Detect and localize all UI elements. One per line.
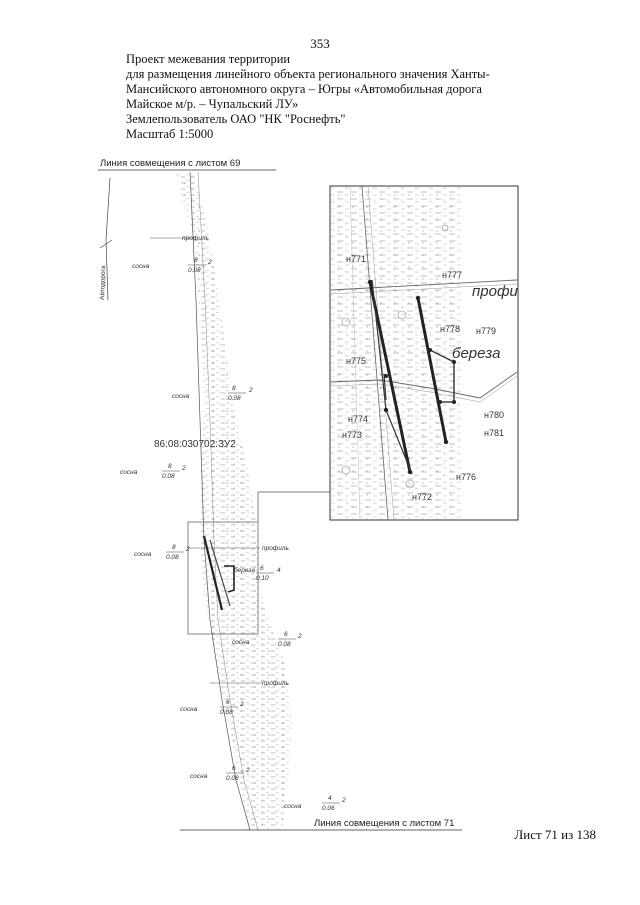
document-header: Проект межевания территории для размещен…: [126, 52, 546, 142]
svg-text:6: 6: [260, 565, 264, 572]
detail-inset: профи береза н771 н772 н773 н774 н775 н7…: [329, 185, 519, 521]
header-line: Масштаб 1:5000: [126, 127, 214, 141]
forest-stand: сосна 6 0.08 2: [190, 765, 250, 782]
svg-text:6: 6: [226, 699, 230, 706]
svg-text:8: 8: [172, 544, 176, 551]
feature-label: береза: [234, 566, 255, 574]
sheet-number: Лист 71 из 138: [514, 827, 596, 842]
header-line: Проект межевания территории: [126, 52, 291, 66]
road-line: [189, 171, 251, 831]
forest-stand: сосна 8 0.08 2: [134, 544, 190, 561]
forest-stand: сосна 8 0.08 2: [132, 257, 212, 274]
forest-stand: сосна 6 0.08 2: [232, 631, 302, 648]
svg-text:2: 2: [341, 797, 346, 804]
svg-text:2: 2: [245, 767, 250, 774]
svg-text:береза: береза: [452, 345, 500, 362]
forest-stand: сосна 8 0.08 2: [120, 463, 186, 480]
svg-text:сосна: сосна: [190, 773, 208, 780]
svg-text:4: 4: [328, 795, 332, 802]
svg-text:н780: н780: [484, 410, 504, 420]
svg-text:сосна: сосна: [120, 469, 138, 476]
svg-text:0.08: 0.08: [188, 267, 201, 274]
svg-text:0.08: 0.08: [162, 473, 175, 480]
svg-text:н772: н772: [412, 492, 432, 502]
svg-text:8: 8: [194, 257, 198, 264]
svg-text:н775: н775: [346, 356, 366, 366]
header-line: Землепользователь ОАО "НК "Роснефть": [126, 112, 346, 126]
svg-text:8: 8: [232, 385, 236, 392]
svg-text:н771: н771: [346, 254, 366, 264]
svg-text:н774: н774: [348, 414, 368, 424]
svg-text:сосна: сосна: [134, 551, 152, 558]
road-label: Автодорога: [99, 265, 107, 300]
svg-text:н777: н777: [442, 270, 462, 280]
forest-stand: сосна 6 0.08 2: [180, 699, 244, 716]
svg-text:6: 6: [232, 765, 236, 772]
svg-text:2: 2: [248, 387, 253, 394]
parcel-outline-small: [202, 535, 235, 611]
header-line: Мансийского автономного округа – Югры «А…: [126, 82, 482, 96]
zoom-frame: [187, 521, 259, 635]
svg-text:сосна: сосна: [180, 706, 198, 713]
inset-leader-line: [257, 491, 330, 522]
feature-label: профиль: [262, 545, 290, 552]
feature-label: профиль: [262, 680, 290, 687]
header-line: Майское м/р. – Чупальский ЛУ»: [126, 97, 299, 111]
svg-text:6: 6: [284, 631, 288, 638]
svg-text:сосна: сосна: [284, 803, 302, 810]
svg-text:0.10: 0.10: [256, 575, 269, 582]
road-line: [197, 171, 259, 831]
forest-strip: [99, 172, 292, 830]
svg-text:2: 2: [239, 701, 244, 708]
svg-text:0.06: 0.06: [322, 805, 335, 812]
svg-text:н781: н781: [484, 428, 504, 438]
svg-text:сосна: сосна: [172, 393, 190, 400]
svg-text:н776: н776: [456, 472, 476, 482]
svg-text:0.08: 0.08: [166, 554, 179, 561]
top-match-line-label: Линия совмещения с листом 69: [100, 158, 241, 169]
feature-label: профиль: [182, 235, 210, 242]
svg-text:0.08: 0.08: [226, 775, 239, 782]
svg-text:профи: профи: [472, 283, 518, 300]
svg-text:сосна: сосна: [132, 263, 150, 270]
forest-stand: сосна 4 0.06 2: [284, 795, 346, 812]
svg-text:н779: н779: [476, 326, 496, 336]
parcel-id: 86:08:030702:ЗУ2: [154, 439, 236, 450]
svg-text:сосна: сосна: [232, 639, 250, 646]
bottom-match-line-label: Линия совмещения с листом 71: [314, 818, 455, 829]
header-line: для размещения линейного объекта региона…: [126, 67, 490, 81]
svg-text:н778: н778: [440, 324, 460, 334]
svg-text:2: 2: [181, 465, 186, 472]
svg-text:2: 2: [185, 546, 190, 553]
svg-text:2: 2: [297, 633, 302, 640]
forest-stand: сосна 8 0.08 2: [172, 385, 253, 402]
svg-text:0.08: 0.08: [278, 641, 291, 648]
forest-stand: 6 0.10 4: [256, 565, 281, 582]
svg-text:2: 2: [207, 259, 212, 266]
svg-text:0.08: 0.08: [228, 395, 241, 402]
svg-text:н773: н773: [342, 430, 362, 440]
svg-text:4: 4: [277, 567, 281, 574]
svg-text:8: 8: [168, 463, 172, 470]
page-number: 353: [310, 36, 330, 51]
svg-text:0.08: 0.08: [220, 709, 233, 716]
